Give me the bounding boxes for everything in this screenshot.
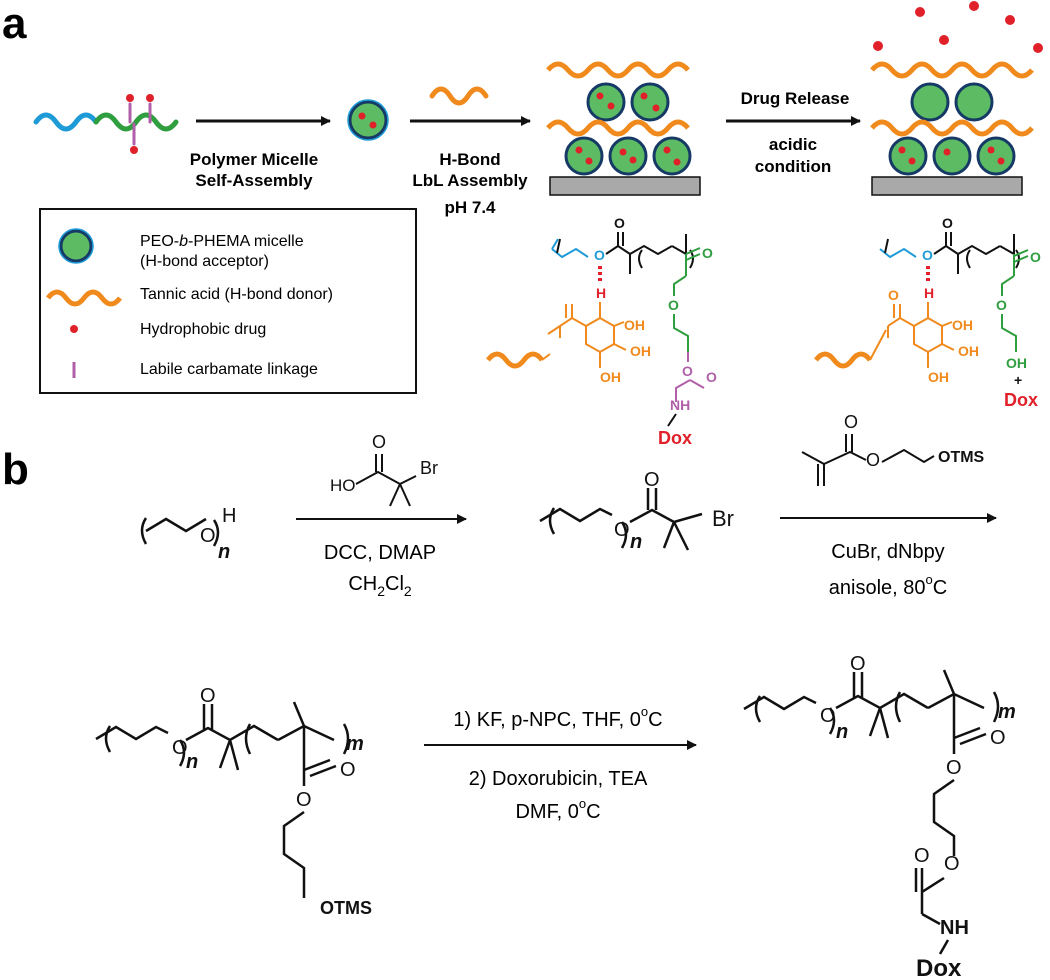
hbond-structure-right: O O O O OH + Dox H OH OH OH O xyxy=(814,215,1041,410)
svg-text:O: O xyxy=(866,450,880,470)
legend-tannic-icon xyxy=(46,289,122,307)
svg-text:O: O xyxy=(668,297,679,313)
svg-text:O: O xyxy=(644,469,660,491)
step3-label: acidic xyxy=(769,135,817,154)
svg-text:Br: Br xyxy=(712,506,734,531)
condition-3: 1) KF, p-NPC, THF, 0oC xyxy=(453,704,662,731)
legend-micelle-sublabel: (H-bond acceptor) xyxy=(140,253,269,270)
svg-text:H: H xyxy=(596,285,606,301)
svg-text:O: O xyxy=(200,525,216,547)
legend-drug-label: Hydrophobic drug xyxy=(140,321,266,338)
svg-text:m: m xyxy=(346,733,364,755)
svg-text:O: O xyxy=(990,727,1006,749)
svg-text:O: O xyxy=(944,853,960,875)
svg-text:O: O xyxy=(200,685,216,707)
lbl-film-left xyxy=(546,61,701,196)
condition-1: DCC, DMAP xyxy=(324,542,436,564)
step1-label: Self-Assembly xyxy=(195,171,313,190)
condition-3: DMF, 0oC xyxy=(515,796,600,823)
step3-label: Drug Release xyxy=(741,89,850,108)
tannic-acid-icon xyxy=(429,86,489,106)
legend-micelle-label: PEO-b-PHEMA micelle xyxy=(140,233,304,250)
bromoisobutyric-acid: O HO Br xyxy=(330,432,438,507)
step3-label: condition xyxy=(755,157,831,176)
svg-text:+: + xyxy=(1014,372,1022,388)
svg-text:OH: OH xyxy=(630,343,651,359)
svg-text:O: O xyxy=(702,245,713,261)
condition-1: CH2Cl2 xyxy=(348,573,412,599)
svg-text:O: O xyxy=(594,247,605,263)
condition-3: 2) Doxorubicin, TEA xyxy=(469,768,648,790)
lbl-film-right xyxy=(870,61,1034,196)
block-copolymer-icon xyxy=(33,94,179,154)
svg-text:n: n xyxy=(630,531,642,553)
svg-text:O: O xyxy=(372,432,386,452)
legend-linkage-label: Labile carbamate linkage xyxy=(140,361,318,378)
condition-2: CuBr, dNbpy xyxy=(831,541,944,563)
legend: PEO-b-PHEMA micelle (H-bond acceptor) Ta… xyxy=(39,208,417,394)
svg-text:O: O xyxy=(942,215,953,231)
svg-text:O: O xyxy=(706,369,717,385)
legend-tannic-label: Tannic acid (H-bond donor) xyxy=(140,286,333,303)
svg-text:NH: NH xyxy=(940,917,969,939)
svg-text:OH: OH xyxy=(600,369,621,385)
svg-text:OH: OH xyxy=(1006,355,1027,371)
svg-text:O: O xyxy=(614,215,625,231)
svg-text:n: n xyxy=(836,721,848,743)
svg-text:O: O xyxy=(340,759,356,781)
svg-text:OH: OH xyxy=(958,343,979,359)
panel-b-label: b xyxy=(2,445,29,494)
svg-text:Dox: Dox xyxy=(1004,390,1038,410)
peo-phema-dox-conjugate: O n O m O O O O NH Dox xyxy=(743,653,1016,980)
step2-label: pH 7.4 xyxy=(444,198,496,217)
svg-text:H: H xyxy=(222,505,236,527)
svg-text:H: H xyxy=(924,285,934,301)
svg-text:O: O xyxy=(1030,249,1041,265)
svg-text:O: O xyxy=(888,287,899,303)
svg-text:OTMS: OTMS xyxy=(320,898,372,918)
svg-text:Dox: Dox xyxy=(916,955,962,980)
svg-text:NH: NH xyxy=(670,397,690,413)
peo-start-structure: O H n xyxy=(140,505,236,563)
panel-a-label: a xyxy=(2,0,27,48)
svg-text:OH: OH xyxy=(928,369,949,385)
svg-text:OH: OH xyxy=(624,317,645,333)
svg-text:m: m xyxy=(998,701,1016,723)
legend-drug-icon xyxy=(70,325,78,333)
svg-text:n: n xyxy=(218,541,230,563)
svg-text:n: n xyxy=(186,751,198,773)
micelle-icon xyxy=(347,99,389,141)
released-drug-icon xyxy=(873,1,1043,53)
svg-text:OH: OH xyxy=(952,317,973,333)
svg-text:O: O xyxy=(850,653,866,675)
svg-text:O: O xyxy=(946,757,962,779)
hbond-structure-left: O O O O O O NH Dox H OH OH OH xyxy=(486,215,717,448)
svg-text:O: O xyxy=(914,845,930,867)
step2-label: H-Bond xyxy=(439,150,500,169)
svg-text:Dox: Dox xyxy=(658,428,692,448)
svg-text:O: O xyxy=(922,247,933,263)
svg-text:O: O xyxy=(296,789,312,811)
hema-tms-monomer: O O OTMS xyxy=(801,412,985,486)
svg-text:HO: HO xyxy=(330,476,356,495)
svg-text:O: O xyxy=(844,412,858,432)
svg-text:OTMS: OTMS xyxy=(938,449,985,466)
peo-phema-tms-copolymer: O n O m O O OTMS xyxy=(95,685,372,918)
legend-micelle-icon xyxy=(58,228,94,264)
condition-2: anisole, 80oC xyxy=(829,572,947,599)
svg-text:Br: Br xyxy=(420,458,438,478)
step2-label: LbL Assembly xyxy=(412,171,528,190)
svg-text:O: O xyxy=(996,297,1007,313)
peo-br-macroinitiator: O n O Br xyxy=(539,469,734,553)
svg-text:O: O xyxy=(682,363,693,379)
step1-label: Polymer Micelle xyxy=(190,150,319,169)
